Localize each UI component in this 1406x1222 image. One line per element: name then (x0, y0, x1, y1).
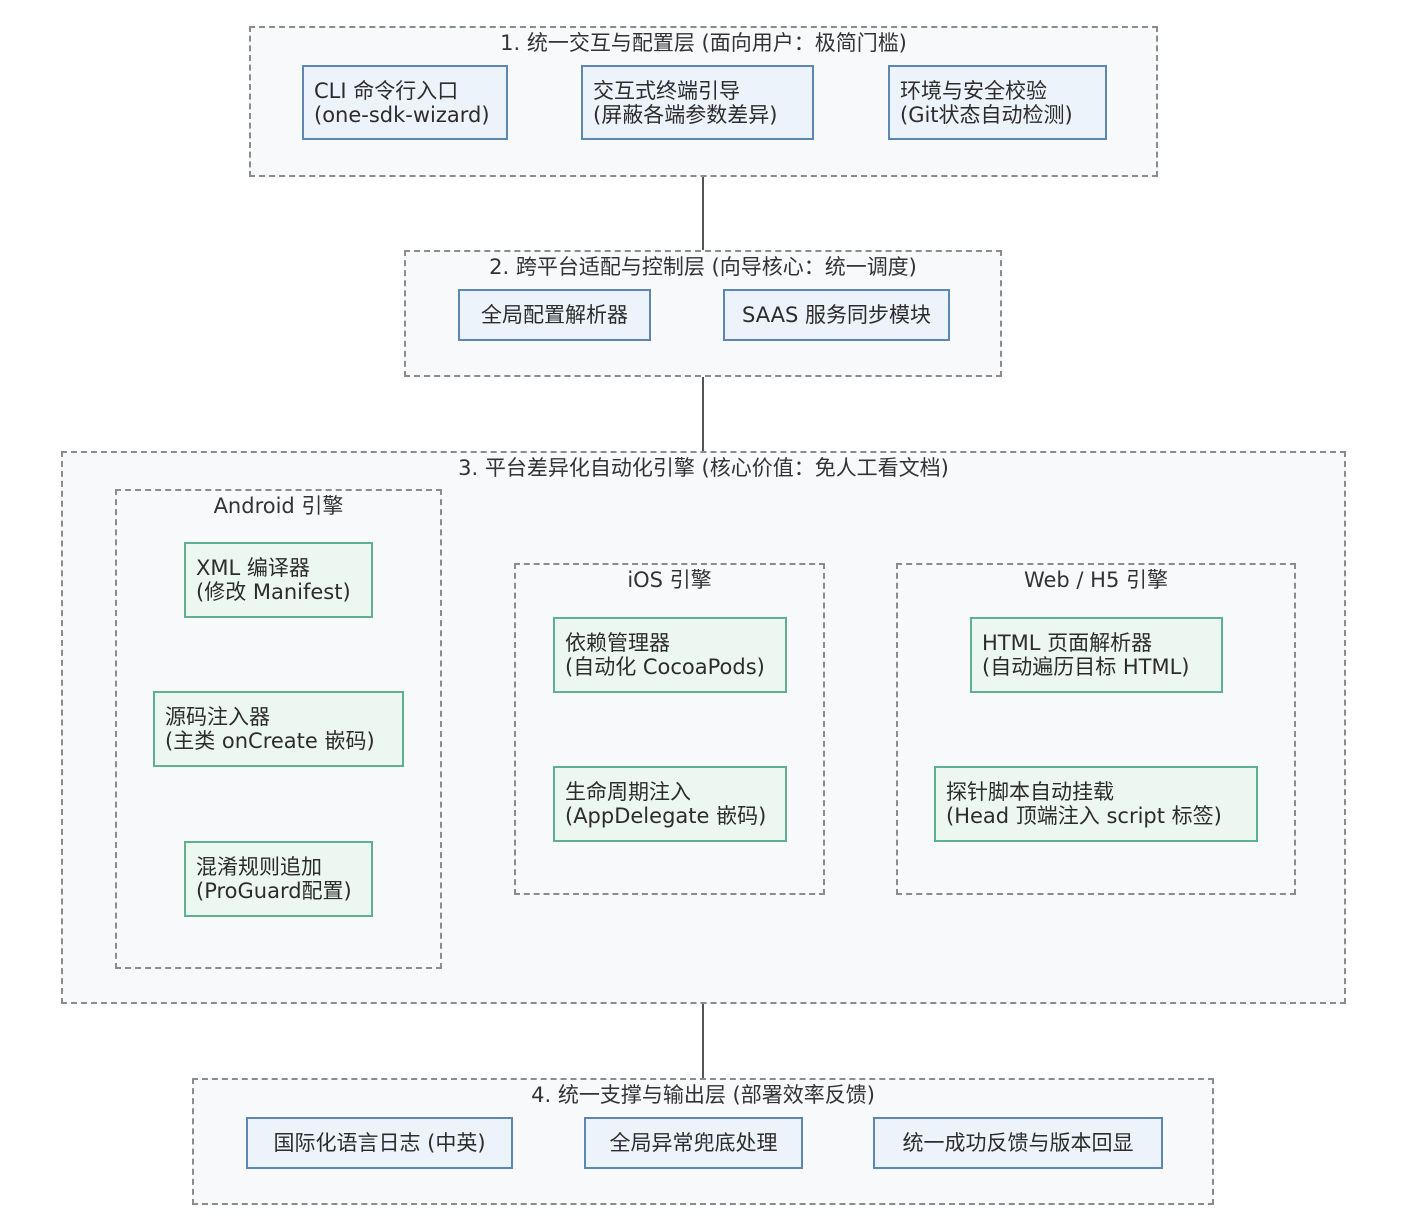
node-dependency-manager-line1: 依赖管理器 (565, 631, 670, 655)
node-proguard-rules-line2: (ProGuard配置) (196, 879, 352, 903)
layer-4-group: 4. 统一支撑与输出层 (部署效率反馈) 国际化语言日志 (中英) 全局异常兜底… (192, 1078, 1214, 1205)
connector-l3-l4 (702, 1003, 704, 1079)
node-cli-entry[interactable]: CLI 命令行入口 (one-sdk-wizard) (302, 65, 508, 140)
node-xml-compiler-line2: (修改 Manifest) (196, 580, 351, 604)
node-source-injector-line2: (主类 onCreate 嵌码) (165, 729, 375, 753)
web-engine-title: Web / H5 引擎 (1023, 568, 1169, 592)
node-interactive-terminal[interactable]: 交互式终端引导 (屏蔽各端参数差异) (581, 65, 814, 140)
node-lifecycle-injector[interactable]: 生命周期注入 (AppDelegate 嵌码) (553, 766, 787, 842)
node-i18n-log[interactable]: 国际化语言日志 (中英) (246, 1117, 513, 1169)
ios-engine-group: iOS 引擎 依赖管理器 (自动化 CocoaPods) 生命周期注入 (App… (514, 563, 825, 895)
layer-4-title: 4. 统一支撑与输出层 (部署效率反馈) (531, 1083, 875, 1107)
layer-3-group: 3. 平台差异化自动化引擎 (核心价值：免人工看文档) Android 引擎 X… (61, 451, 1346, 1004)
connector-l2-l3 (702, 376, 704, 452)
node-html-parser-line1: HTML 页面解析器 (982, 631, 1153, 655)
android-engine-group: Android 引擎 XML 编译器 (修改 Manifest) 源码注入器 (… (115, 489, 442, 969)
node-env-security-check[interactable]: 环境与安全校验 (Git状态自动检测) (888, 65, 1107, 140)
node-global-exception[interactable]: 全局异常兜底处理 (584, 1117, 803, 1169)
node-probe-script-mount-line2: (Head 顶端注入 script 标签) (946, 804, 1222, 828)
node-probe-script-mount[interactable]: 探针脚本自动挂载 (Head 顶端注入 script 标签) (934, 766, 1258, 842)
node-global-config-parser[interactable]: 全局配置解析器 (458, 289, 651, 341)
node-proguard-rules[interactable]: 混淆规则追加 (ProGuard配置) (184, 841, 373, 917)
node-dependency-manager-line2: (自动化 CocoaPods) (565, 655, 765, 679)
connector-l1-l2 (702, 176, 704, 250)
node-source-injector[interactable]: 源码注入器 (主类 onCreate 嵌码) (153, 691, 404, 767)
node-source-injector-line1: 源码注入器 (165, 705, 270, 729)
node-html-parser[interactable]: HTML 页面解析器 (自动遍历目标 HTML) (970, 617, 1223, 693)
node-dependency-manager[interactable]: 依赖管理器 (自动化 CocoaPods) (553, 617, 787, 693)
node-xml-compiler-line1: XML 编译器 (196, 556, 310, 580)
layer-3-title: 3. 平台差异化自动化引擎 (核心价值：免人工看文档) (458, 456, 949, 480)
node-global-config-parser-label: 全局配置解析器 (481, 303, 628, 327)
node-cli-entry-line2: (one-sdk-wizard) (314, 102, 490, 127)
layer-1-title: 1. 统一交互与配置层 (面向用户：极简门槛) (500, 31, 907, 55)
node-success-feedback[interactable]: 统一成功反馈与版本回显 (873, 1117, 1163, 1169)
node-success-feedback-label: 统一成功反馈与版本回显 (902, 1131, 1134, 1155)
layer-1-group: 1. 统一交互与配置层 (面向用户：极简门槛) CLI 命令行入口 (one-s… (249, 26, 1158, 177)
android-engine-title: Android 引擎 (213, 494, 344, 518)
node-interactive-terminal-line2: (屏蔽各端参数差异) (593, 102, 778, 127)
node-probe-script-mount-line1: 探针脚本自动挂载 (946, 780, 1114, 804)
node-lifecycle-injector-line1: 生命周期注入 (565, 780, 691, 804)
layer-2-title: 2. 跨平台适配与控制层 (向导核心：统一调度) (489, 255, 917, 279)
node-env-security-check-line2: (Git状态自动检测) (900, 102, 1073, 127)
ios-engine-title: iOS 引擎 (627, 568, 712, 592)
web-engine-group: Web / H5 引擎 HTML 页面解析器 (自动遍历目标 HTML) 探针脚… (896, 563, 1296, 895)
node-html-parser-line2: (自动遍历目标 HTML) (982, 655, 1190, 679)
node-interactive-terminal-line1: 交互式终端引导 (593, 78, 740, 103)
node-env-security-check-line1: 环境与安全校验 (900, 78, 1047, 103)
node-lifecycle-injector-line2: (AppDelegate 嵌码) (565, 804, 767, 828)
node-global-exception-label: 全局异常兜底处理 (609, 1131, 778, 1155)
layer-2-group: 2. 跨平台适配与控制层 (向导核心：统一调度) 全局配置解析器 SAAS 服务… (404, 250, 1002, 377)
node-proguard-rules-line1: 混淆规则追加 (196, 855, 322, 879)
node-cli-entry-line1: CLI 命令行入口 (314, 78, 459, 103)
node-i18n-log-label: 国际化语言日志 (中英) (273, 1131, 486, 1155)
node-saas-sync[interactable]: SAAS 服务同步模块 (723, 289, 950, 341)
node-saas-sync-label: SAAS 服务同步模块 (741, 303, 932, 327)
node-xml-compiler[interactable]: XML 编译器 (修改 Manifest) (184, 542, 373, 618)
